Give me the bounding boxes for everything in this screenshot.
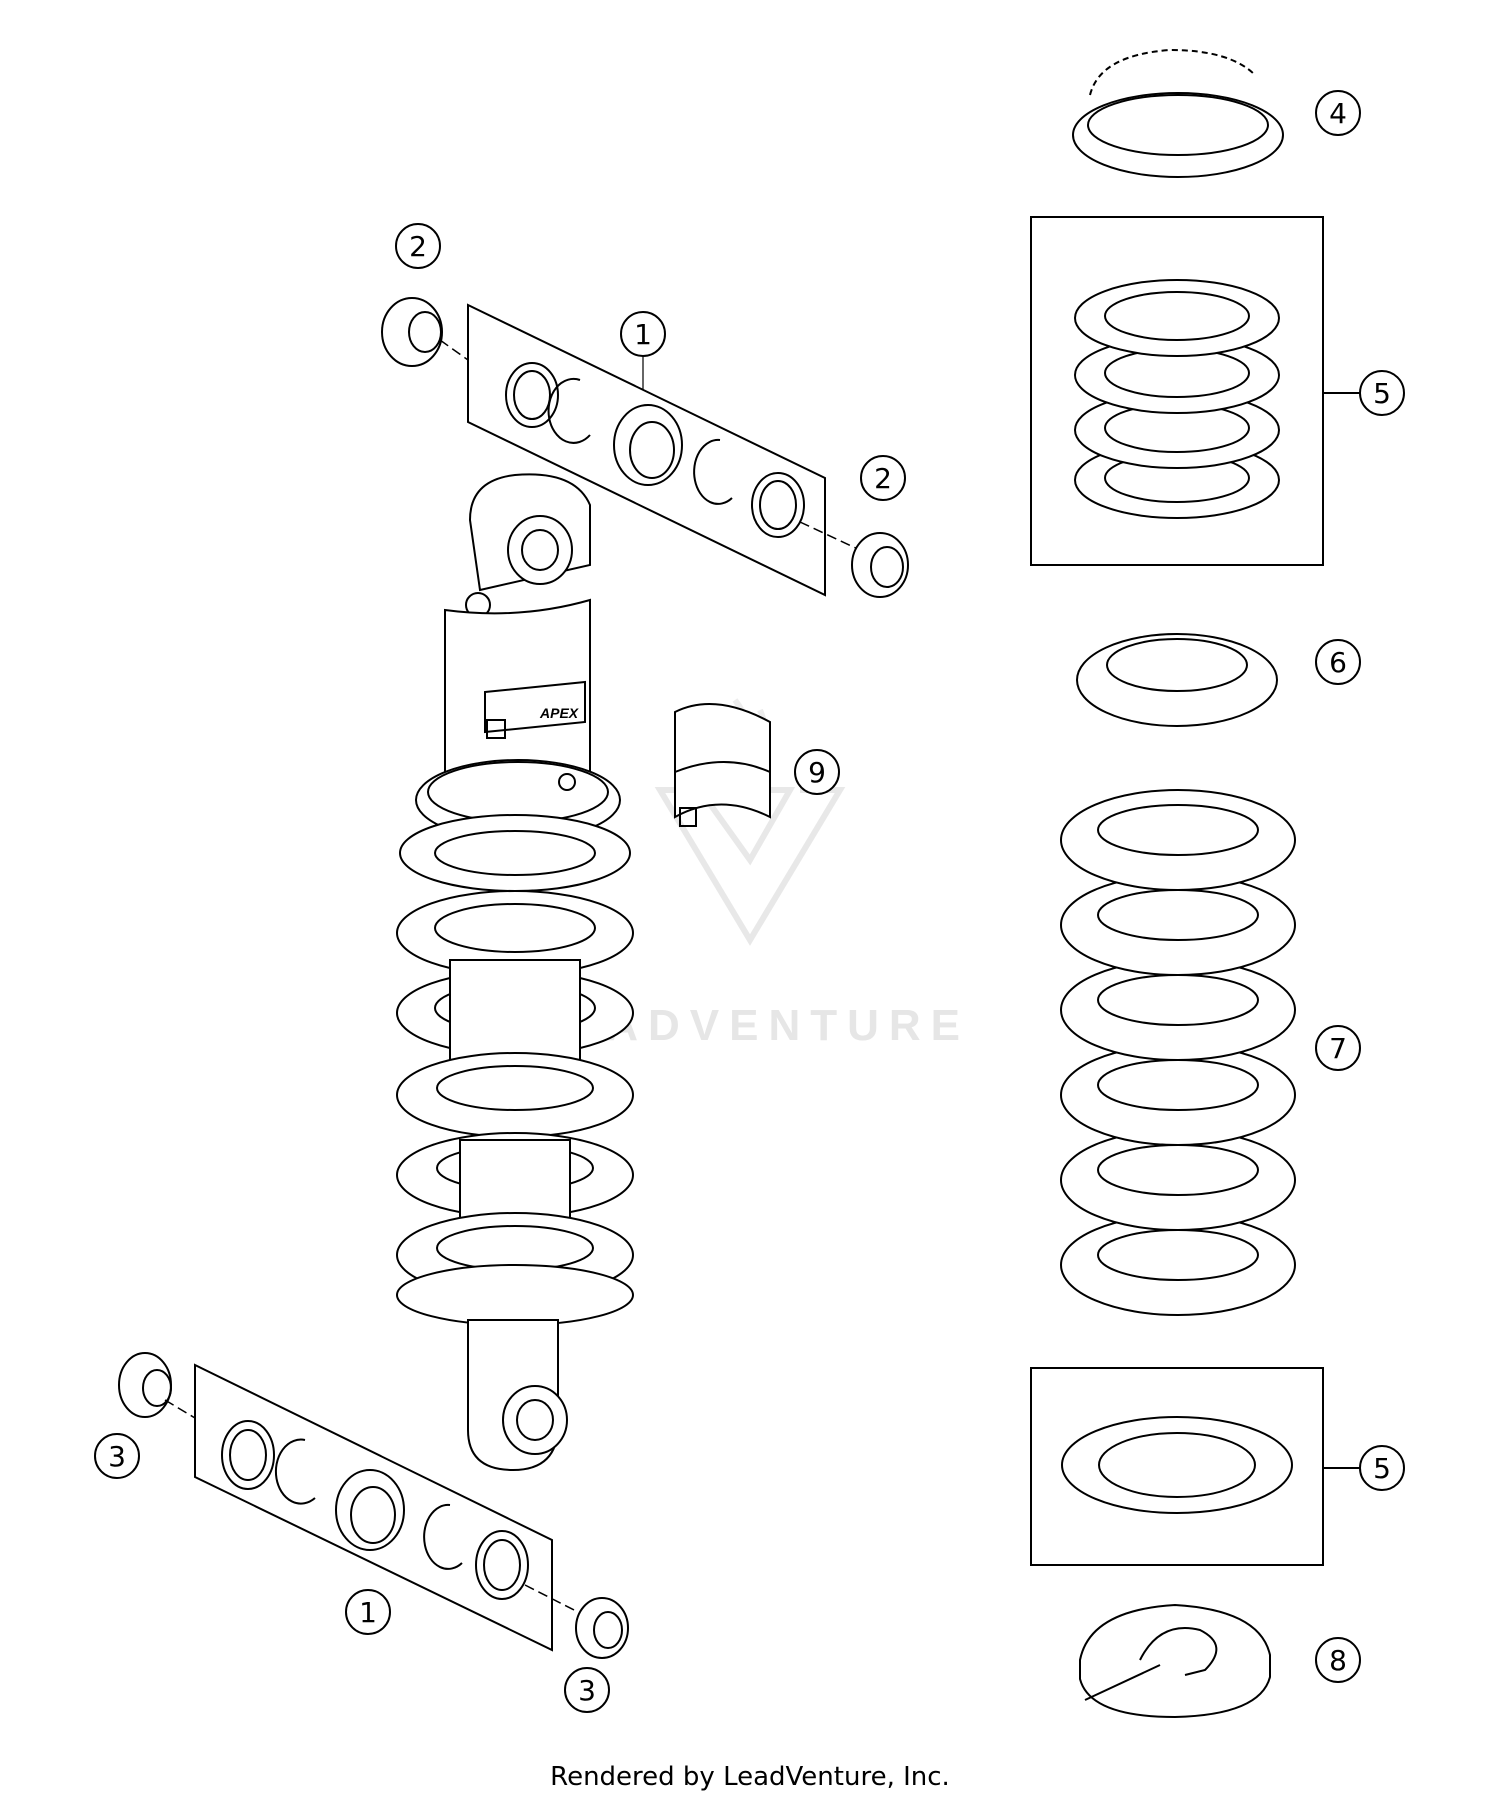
shim-set-box-bottom [1030, 1367, 1360, 1566]
svg-text:1: 1 [634, 318, 652, 351]
callout-3-left: 3 [94, 1433, 140, 1479]
seal-bottom-left [118, 1352, 196, 1419]
svg-text:5: 5 [1373, 1452, 1391, 1485]
callout-8: 8 [1315, 1637, 1361, 1683]
svg-text:2: 2 [409, 230, 427, 263]
callout-3-right: 3 [564, 1667, 610, 1713]
callout-5-bottom: 5 [1359, 1445, 1405, 1491]
callout-2-right: 2 [860, 455, 906, 501]
svg-text:3: 3 [578, 1674, 596, 1707]
footer-credit: Rendered by LeadVenture, Inc. [550, 1762, 950, 1792]
seal-top-left [381, 297, 469, 367]
svg-text:3: 3 [108, 1440, 126, 1473]
svg-text:9: 9 [808, 756, 826, 789]
callout-5-top: 5 [1359, 370, 1405, 416]
svg-text:6: 6 [1329, 646, 1347, 679]
bearing-kit-top [467, 303, 826, 597]
callout-9: 9 [794, 749, 840, 795]
bearing-kit-bottom [194, 1363, 553, 1652]
callout-4: 4 [1315, 90, 1361, 136]
callout-1-top: 1 [620, 311, 666, 357]
callout-2-top-left: 2 [395, 223, 441, 269]
svg-text:2: 2 [874, 462, 892, 495]
spring-seat [1076, 633, 1278, 727]
svg-text:7: 7 [1329, 1032, 1347, 1065]
callout-1-bottom: 1 [345, 1589, 391, 1635]
sticker-part [674, 703, 771, 827]
svg-text:4: 4 [1329, 97, 1347, 130]
seal-bottom-right [524, 1584, 629, 1659]
callout-7: 7 [1315, 1025, 1361, 1071]
spring-retainer [1079, 1603, 1271, 1719]
seal-top-right [799, 521, 909, 598]
callout-6: 6 [1315, 639, 1361, 685]
preload-ring [1072, 48, 1284, 178]
shock-sticker-brand: APEX [539, 705, 580, 721]
svg-text:1: 1 [359, 1596, 377, 1629]
svg-text:5: 5 [1373, 377, 1391, 410]
shock-absorber: APEX [396, 473, 634, 1472]
shim-set-box-top [1030, 216, 1360, 566]
coil-spring [1060, 789, 1296, 1316]
svg-text:8: 8 [1329, 1644, 1347, 1677]
